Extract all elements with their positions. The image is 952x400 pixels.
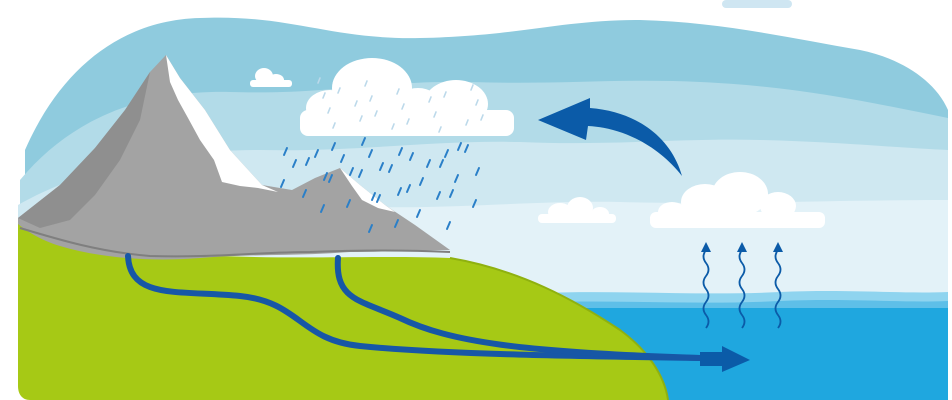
top-edge-cloud — [722, 0, 792, 8]
